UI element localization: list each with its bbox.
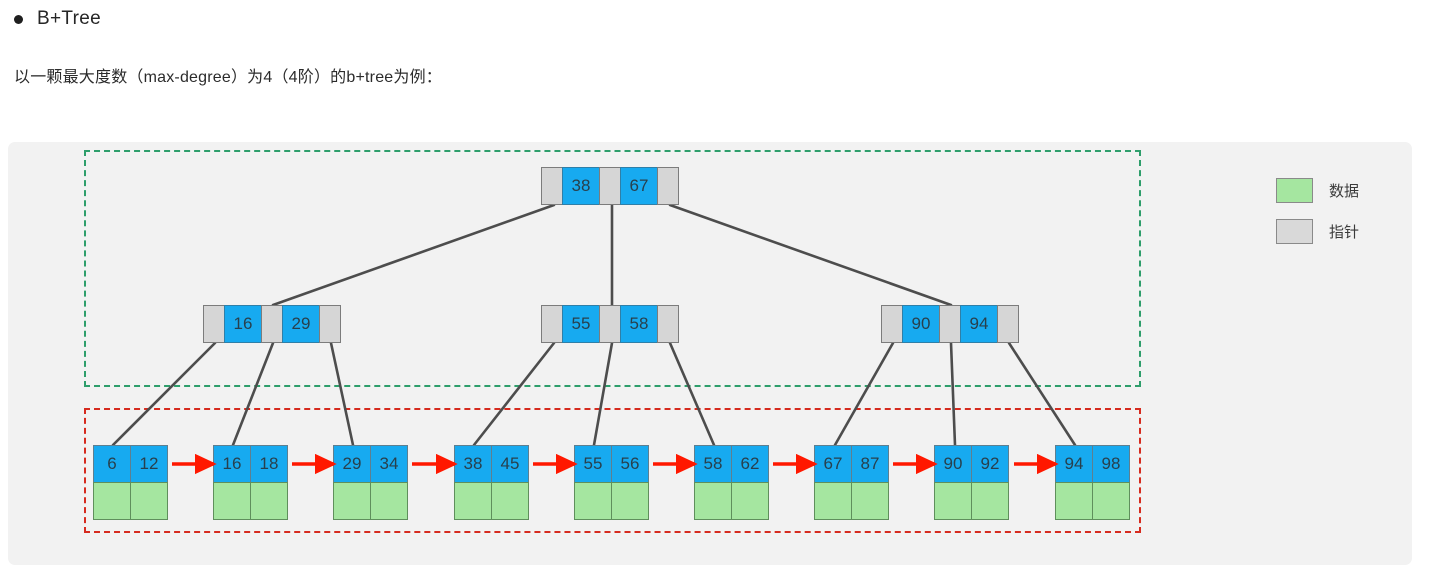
tree-edges (111, 203, 1077, 447)
legend-item-pointer: 指针 (1276, 219, 1359, 244)
leaf-key-row: 38 45 (454, 445, 529, 483)
key-cell: 67 (814, 445, 852, 483)
diagram-canvas: 38 67 16 29 55 58 90 94 (8, 142, 1412, 565)
legend: 数据 指针 (1276, 178, 1359, 260)
key-cell: 94 (960, 305, 998, 343)
key-cell: 56 (611, 445, 649, 483)
bullet-dot-icon (14, 14, 23, 24)
key-cell: 55 (562, 305, 600, 343)
leaf-link-arrows (172, 453, 1059, 475)
legend-item-data: 数据 (1276, 178, 1359, 203)
data-cell (130, 482, 168, 520)
key-cell: 6 (93, 445, 131, 483)
data-cell (611, 482, 649, 520)
key-cell: 38 (562, 167, 600, 205)
key-cell: 58 (620, 305, 658, 343)
leaf-node-3[interactable]: 29 34 (333, 445, 408, 520)
leaf-node-5[interactable]: 55 56 (574, 445, 649, 520)
tree-node-internal-3[interactable]: 90 94 (881, 305, 1019, 343)
key-cell: 18 (250, 445, 288, 483)
leaf-node-1[interactable]: 6 12 (93, 445, 168, 520)
leaf-node-7[interactable]: 67 87 (814, 445, 889, 520)
leaf-key-row: 94 98 (1055, 445, 1130, 483)
legend-swatch-data (1276, 178, 1313, 203)
legend-label: 指针 (1329, 224, 1360, 241)
leaf-data-row (574, 482, 649, 520)
leaf-key-row: 29 34 (333, 445, 408, 483)
leaf-data-row (934, 482, 1009, 520)
pointer-cell (319, 305, 341, 343)
leaf-key-row: 58 62 (694, 445, 769, 483)
key-cell: 87 (851, 445, 889, 483)
tree-node-internal-1[interactable]: 16 29 (203, 305, 341, 343)
leaf-data-row (93, 482, 168, 520)
data-cell (934, 482, 972, 520)
data-cell (1055, 482, 1093, 520)
legend-label: 数据 (1329, 183, 1360, 200)
tree-node-root[interactable]: 38 67 (541, 167, 679, 205)
data-cell (694, 482, 732, 520)
pointer-cell (657, 305, 679, 343)
data-cell (971, 482, 1009, 520)
key-cell: 94 (1055, 445, 1093, 483)
key-cell: 29 (282, 305, 320, 343)
data-cell (250, 482, 288, 520)
data-cell (491, 482, 529, 520)
leaf-key-row: 6 12 (93, 445, 168, 483)
leaf-data-row (333, 482, 408, 520)
leaf-node-8[interactable]: 90 92 (934, 445, 1009, 520)
data-cell (1092, 482, 1130, 520)
leaf-data-row (694, 482, 769, 520)
key-cell: 16 (213, 445, 251, 483)
data-cell (454, 482, 492, 520)
key-cell: 29 (333, 445, 371, 483)
key-cell: 12 (130, 445, 168, 483)
key-cell: 55 (574, 445, 612, 483)
pointer-cell (657, 167, 679, 205)
leaf-key-row: 55 56 (574, 445, 649, 483)
data-cell (213, 482, 251, 520)
data-cell (814, 482, 852, 520)
bullet-heading: B+Tree (14, 8, 101, 30)
subtitle-text: 以一颗最大度数（max-degree）为4（4阶）的b+tree为例： (14, 69, 442, 86)
key-cell: 34 (370, 445, 408, 483)
key-cell: 62 (731, 445, 769, 483)
data-cell (93, 482, 131, 520)
leaf-node-9[interactable]: 94 98 (1055, 445, 1130, 520)
key-cell: 16 (224, 305, 262, 343)
data-cell (731, 482, 769, 520)
key-cell: 67 (620, 167, 658, 205)
legend-swatch-pointer (1276, 219, 1313, 244)
leaf-key-row: 67 87 (814, 445, 889, 483)
leaf-node-4[interactable]: 38 45 (454, 445, 529, 520)
leaf-key-row: 16 18 (213, 445, 288, 483)
page-title: B+Tree (37, 8, 101, 29)
leaf-node-2[interactable]: 16 18 (213, 445, 288, 520)
key-cell: 45 (491, 445, 529, 483)
leaf-data-row (454, 482, 529, 520)
key-cell: 58 (694, 445, 732, 483)
leaf-region-box (84, 408, 1141, 533)
leaf-data-row (814, 482, 889, 520)
tree-node-internal-2[interactable]: 55 58 (541, 305, 679, 343)
leaf-node-6[interactable]: 58 62 (694, 445, 769, 520)
data-cell (851, 482, 889, 520)
pointer-cell (997, 305, 1019, 343)
leaf-data-row (213, 482, 288, 520)
index-region-box (84, 150, 1141, 387)
data-cell (370, 482, 408, 520)
leaf-data-row (1055, 482, 1130, 520)
